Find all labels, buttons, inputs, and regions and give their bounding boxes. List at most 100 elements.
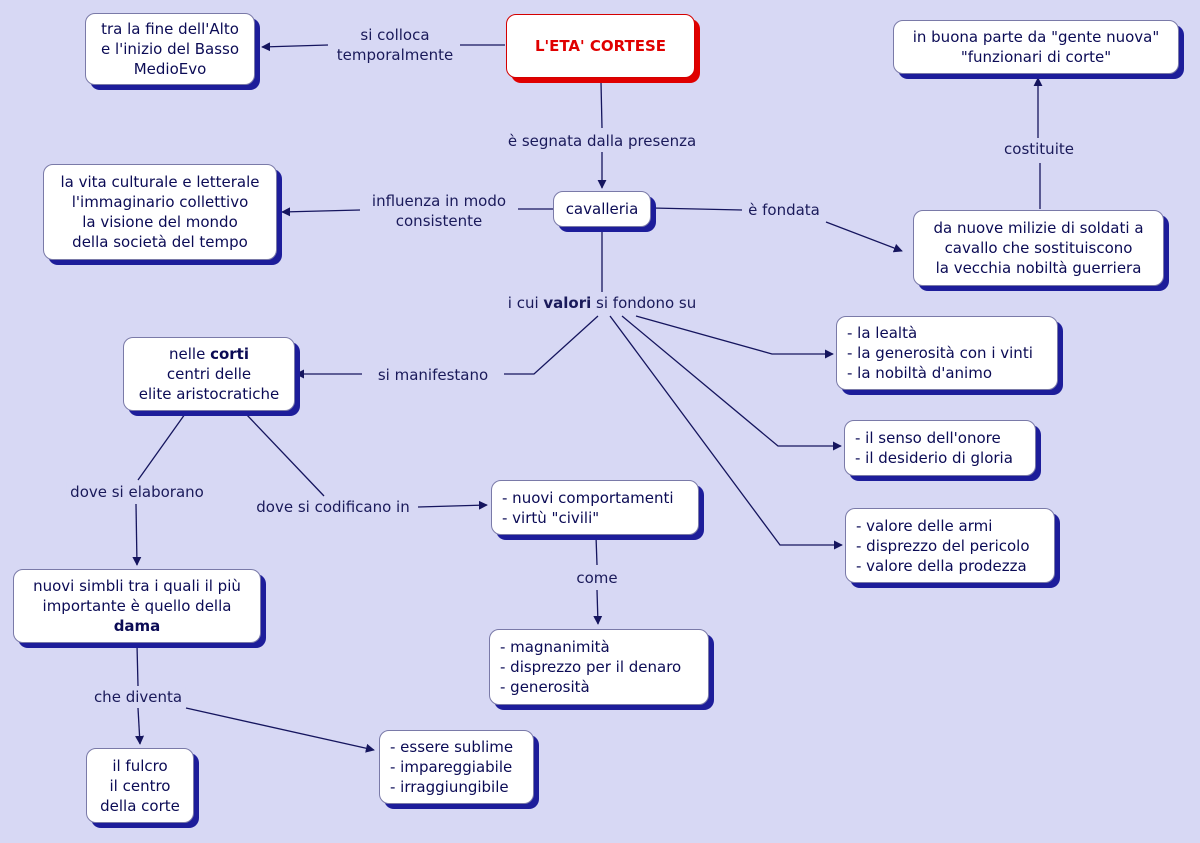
concept-comportamenti[interactable]: - nuovi comportamenti - virtù "civili"	[491, 480, 699, 535]
link-text: si manifestano	[377, 366, 489, 384]
link-simboli-diventa	[136, 644, 139, 687]
concept-text: - virtù "civili"	[502, 508, 600, 527]
concept-text: della corte	[100, 796, 180, 815]
concept-simboli[interactable]: nuovi simbli tra i quali il più importan…	[13, 569, 261, 643]
concept-periodo[interactable]: tra la fine dell'Alto e l'inizio del Bas…	[85, 13, 255, 85]
concept-text: centri delle	[166, 365, 252, 383]
concept-text: la vita culturale e letterale	[60, 173, 260, 191]
link-text: si colloca	[360, 26, 430, 44]
link-text: è segnata dalla presenza	[507, 132, 697, 150]
link-text: che diventa	[93, 688, 183, 706]
link-label-valori: i cui valori si fondono su	[503, 293, 701, 313]
link-label-diventa: che diventa	[89, 687, 187, 707]
link-come-arrow	[593, 589, 603, 625]
concept-text: la vecchia nobiltà guerriera	[935, 259, 1142, 277]
concept-text: il fulcro	[112, 756, 168, 775]
concept-corti[interactable]: nelle corti centri delle elite aristocra…	[123, 337, 295, 411]
concept-text: in buona parte da "gente nuova"	[912, 28, 1160, 46]
concept-text: - la nobiltà d'animo	[847, 364, 992, 382]
concept-text: - generosità	[500, 678, 590, 696]
concept-text: - magnanimità	[500, 638, 610, 656]
link-cav-fondata	[651, 207, 743, 211]
link-label-si-colloca: si colloca temporalmente	[332, 25, 458, 65]
link-fondata-arrow	[825, 221, 903, 253]
concept-text: della società del tempo	[72, 233, 248, 251]
link-valori-lealta	[635, 315, 834, 359]
concept-magnanimita[interactable]: - magnanimità - disprezzo per il denaro …	[489, 629, 709, 705]
link-text: è fondata	[748, 201, 820, 219]
link-label-segnata: è segnata dalla presenza	[503, 131, 701, 151]
link-text: dove si elaborano	[70, 483, 204, 501]
link-comp-come	[595, 535, 598, 566]
concept-onore[interactable]: - il senso dell'onore - il desiderio di …	[844, 420, 1036, 476]
concept-text: - valore delle armi	[856, 516, 993, 535]
concept-text: - disprezzo del pericolo	[856, 536, 1030, 555]
link-text: i cui	[507, 294, 544, 312]
concept-lealta[interactable]: - la lealtà - la generosità con i vinti …	[836, 316, 1058, 390]
concept-text: cavalleria	[565, 200, 639, 218]
link-codificano-arrow	[417, 500, 488, 510]
root-concept[interactable]: L'ETA' CORTESE	[506, 14, 695, 78]
concept-text: - irraggiungibile	[390, 778, 509, 796]
link-diventa-sublime-arrow	[185, 707, 375, 753]
link-influenza-arrow	[281, 207, 361, 217]
concept-text: elite aristocratiche	[138, 385, 280, 403]
link-valori-onore	[621, 315, 842, 451]
link-diventa-fulcro-arrow	[135, 707, 145, 745]
link-valori-armi	[609, 315, 843, 550]
concept-text: l'immaginario collettivo	[71, 193, 249, 211]
root-title: L'ETA' CORTESE	[534, 37, 667, 55]
concept-text: nelle corti	[130, 344, 288, 364]
link-text-bold: valori	[543, 294, 592, 312]
concept-text-pre: nelle	[169, 345, 211, 363]
link-text: temporalmente	[336, 46, 454, 64]
link-root-cavalleria	[600, 81, 603, 129]
link-periodo-arrow	[261, 42, 329, 52]
concept-gente-nuova[interactable]: in buona parte da "gente nuova" "funzion…	[893, 20, 1179, 74]
concept-sublime[interactable]: - essere sublime - impareggiabile - irra…	[379, 730, 534, 804]
concept-text: MedioEvo	[133, 60, 207, 78]
concept-text: la visione del mondo	[82, 213, 238, 231]
link-label-fondata: è fondata	[744, 200, 824, 220]
concept-text: - la lealtà	[847, 324, 918, 342]
concept-text: tra la fine dell'Alto	[101, 20, 239, 38]
link-corti-codificano	[245, 413, 325, 497]
concept-text: - impareggiabile	[390, 758, 513, 776]
link-text: influenza in modo	[371, 192, 507, 210]
concept-text: - valore della prodezza	[856, 556, 1027, 575]
link-elaborano-arrow	[132, 503, 142, 566]
link-text: costituite	[1004, 140, 1074, 158]
link-label-codificano: dove si codificano in	[252, 497, 414, 517]
concept-text: importante è quello della	[42, 597, 232, 615]
link-corti-elaborano	[137, 413, 186, 481]
concept-milizie[interactable]: da nuove milizie di soldati a cavallo ch…	[913, 210, 1164, 286]
link-text: dove si codificano in	[256, 498, 410, 516]
concept-text: - il desiderio di gloria	[855, 449, 1013, 467]
concept-text: "funzionari di corte"	[960, 48, 1112, 66]
concept-text: nuovi simbli tra i quali il più	[33, 577, 241, 595]
link-label-come: come	[572, 568, 622, 588]
concept-text-bold: corti	[210, 345, 249, 363]
concept-cavalleria[interactable]: cavalleria	[553, 191, 651, 227]
concept-text: e l'inizio del Basso	[100, 40, 240, 58]
link-text: consistente	[395, 212, 483, 230]
concept-text: - essere sublime	[390, 738, 514, 756]
concept-text: il centro	[109, 776, 171, 795]
concept-fulcro[interactable]: il fulcro il centro della corte	[86, 748, 194, 823]
link-label-influenza: influenza in modo consistente	[367, 191, 511, 231]
concept-text: cavallo che sostituiscono	[944, 239, 1133, 257]
link-text: si fondono su	[591, 294, 697, 312]
concept-text: - il senso dell'onore	[855, 429, 1001, 447]
link-valori-manifestano	[504, 315, 599, 375]
concept-influenza[interactable]: la vita culturale e letterale l'immagina…	[43, 164, 277, 260]
link-text: come	[576, 569, 618, 587]
link-label-manifestano: si manifestano	[373, 365, 493, 385]
link-label-costituite: costituite	[1000, 139, 1078, 159]
concept-text: da nuove milizie di soldati a	[933, 219, 1144, 237]
link-label-elaborano: dove si elaborano	[66, 482, 208, 502]
concept-text-bold: dama	[113, 617, 161, 635]
concept-text: - la generosità con i vinti	[847, 344, 1033, 362]
concept-text: - nuovi comportamenti	[502, 488, 674, 507]
concept-armi[interactable]: - valore delle armi - disprezzo del peri…	[845, 508, 1055, 583]
